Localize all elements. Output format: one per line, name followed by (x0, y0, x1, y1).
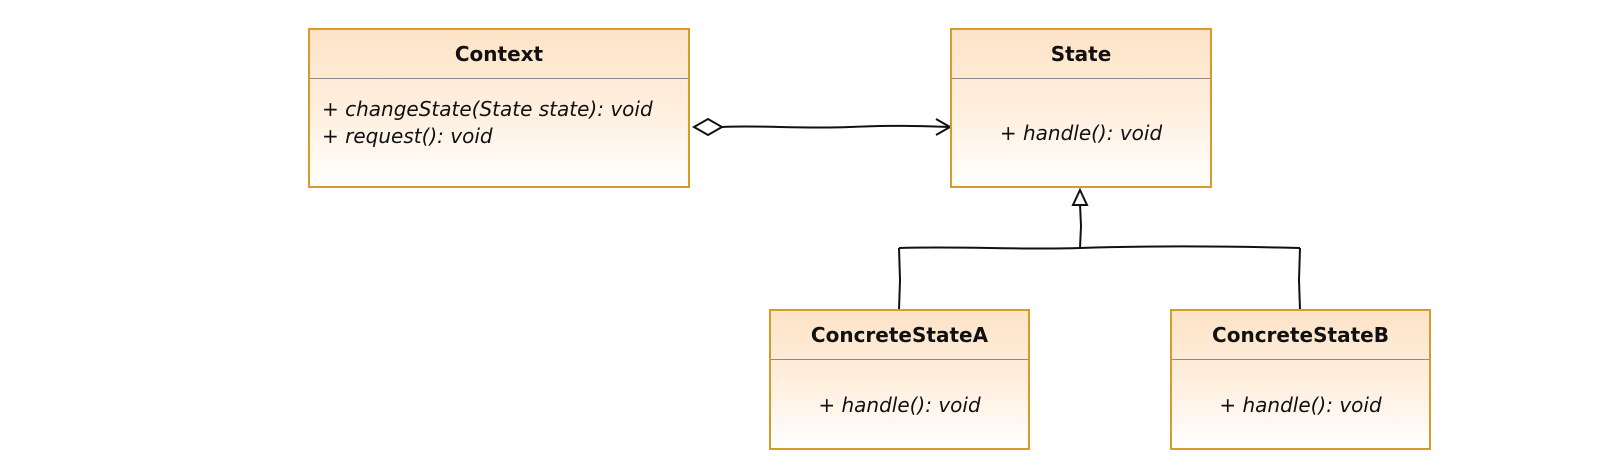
class-divider (771, 359, 1028, 360)
class-name: State (1050, 42, 1112, 66)
generalization-triangle (1071, 187, 1089, 206)
class-context[interactable]: Context + changeState(State state): void… (308, 28, 690, 188)
class-state[interactable]: State + handle(): void (950, 28, 1212, 188)
class-concrete-state-b[interactable]: ConcreteStateB + handle(): void (1170, 309, 1431, 450)
class-divider (310, 78, 688, 79)
class-concrete-state-a[interactable]: ConcreteStateA + handle(): void (769, 309, 1030, 450)
class-name: Context (454, 42, 544, 66)
generalization-stem (1079, 203, 1083, 249)
class-members: + handle(): void (771, 361, 1028, 448)
method-change-state: + changeState(State state): void (322, 97, 653, 121)
generalization-branch-a (898, 247, 902, 311)
aggregation-diamond (691, 117, 725, 137)
class-name: ConcreteStateA (810, 323, 989, 347)
class-members: + handle(): void (1172, 361, 1429, 448)
aggregation-line (721, 124, 949, 129)
method-handle: + handle(): void (999, 121, 1163, 145)
generalization-branch-b (1297, 247, 1301, 311)
method-handle: + handle(): void (1219, 392, 1382, 417)
method-handle: + handle(): void (818, 392, 981, 417)
class-divider (1172, 359, 1429, 360)
class-divider (952, 78, 1210, 79)
class-members: + handle(): void (952, 80, 1210, 186)
class-name: ConcreteStateB (1212, 323, 1389, 347)
class-members: + changeState(State state): void + reque… (310, 80, 688, 186)
method-request: + request(): void (322, 124, 493, 148)
generalization-bus (898, 245, 1301, 250)
